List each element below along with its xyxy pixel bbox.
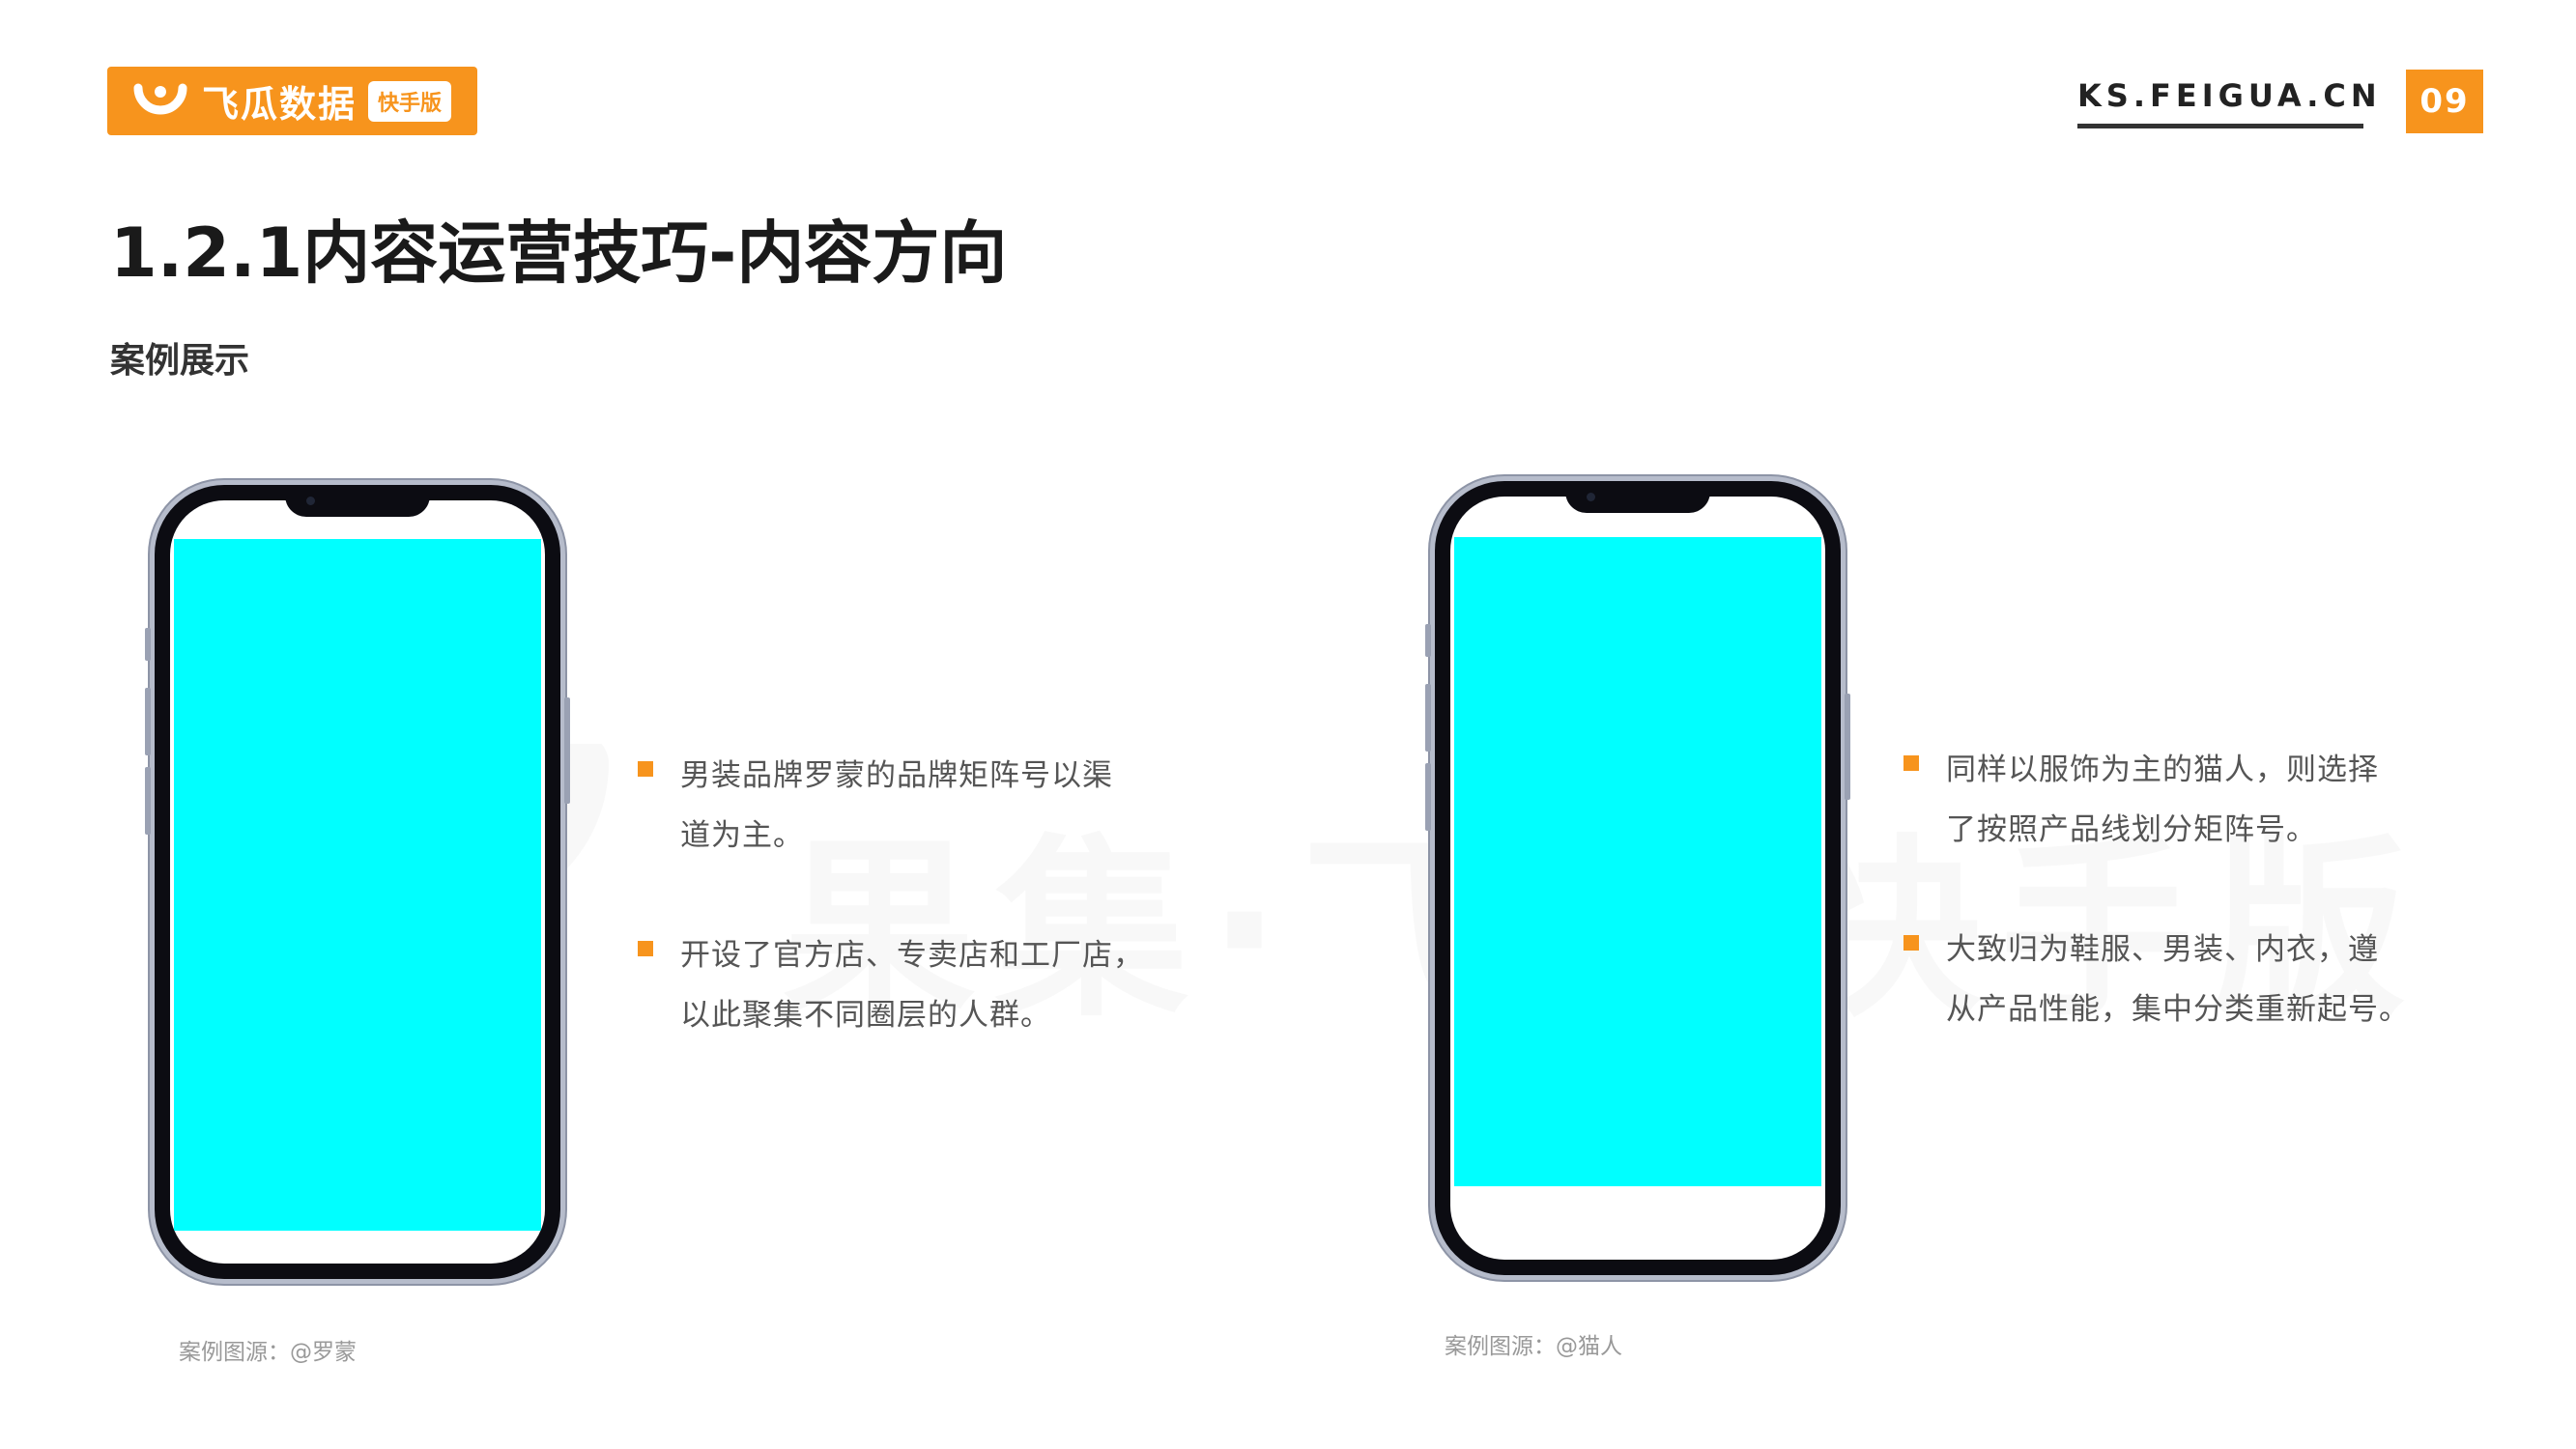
phone-side-button (1845, 694, 1850, 800)
bullet-square-icon (638, 761, 653, 777)
camera-icon (306, 497, 315, 505)
phone-side-button (145, 767, 151, 835)
phone-side-button (564, 697, 570, 804)
screen-content-placeholder (1454, 537, 1821, 1186)
feigua-logo-icon (133, 83, 187, 114)
logo-badge: 快手版 (368, 80, 452, 122)
phone-side-button (1425, 684, 1431, 752)
camera-icon (1587, 493, 1595, 501)
image-source-caption: 案例图源：@罗蒙 (179, 1340, 357, 1365)
page-number: 09 (2406, 70, 2483, 133)
phone-mockup-luomeng (145, 485, 570, 1279)
bullet-square-icon (1903, 935, 1919, 951)
bullet-square-icon (1903, 755, 1919, 771)
phone-screen (1450, 497, 1825, 1260)
site-url: KS.FEIGUA.CN (2077, 77, 2382, 114)
phone-side-button (1425, 624, 1431, 657)
phone-side-button (145, 688, 151, 755)
phone-mockup-maoren (1425, 481, 1850, 1275)
bullet-text: 大致归为鞋服、男装、内衣，遵 从产品性能，集中分类重新起号。 (1946, 932, 2410, 1027)
bullet-text: 开设了官方店、专卖店和工厂店， 以此聚集不同圈层的人群。 (680, 938, 1144, 1033)
brand-logo: 飞瓜数据 快手版 (107, 67, 477, 135)
site-underline (2077, 124, 2363, 128)
phone-side-button (145, 628, 151, 661)
bullet-square-icon (638, 941, 653, 956)
bullet-text: 同样以服饰为主的猫人，则选择 了按照产品线划分矩阵号。 (1946, 753, 2379, 847)
phone-screen (170, 500, 545, 1264)
phone-notch (285, 485, 430, 517)
section-subtitle: 案例展示 (110, 341, 250, 381)
phone-side-button (1425, 763, 1431, 831)
screen-content-placeholder (174, 539, 541, 1231)
logo-text: 飞瓜数据 (202, 83, 358, 126)
phone-notch (1565, 481, 1710, 513)
page-title: 1.2.1内容运营技巧-内容方向 (110, 213, 1008, 293)
bullet-text: 男装品牌罗蒙的品牌矩阵号以渠 道为主。 (680, 758, 1113, 853)
image-source-caption: 案例图源：@猫人 (1445, 1334, 1622, 1359)
